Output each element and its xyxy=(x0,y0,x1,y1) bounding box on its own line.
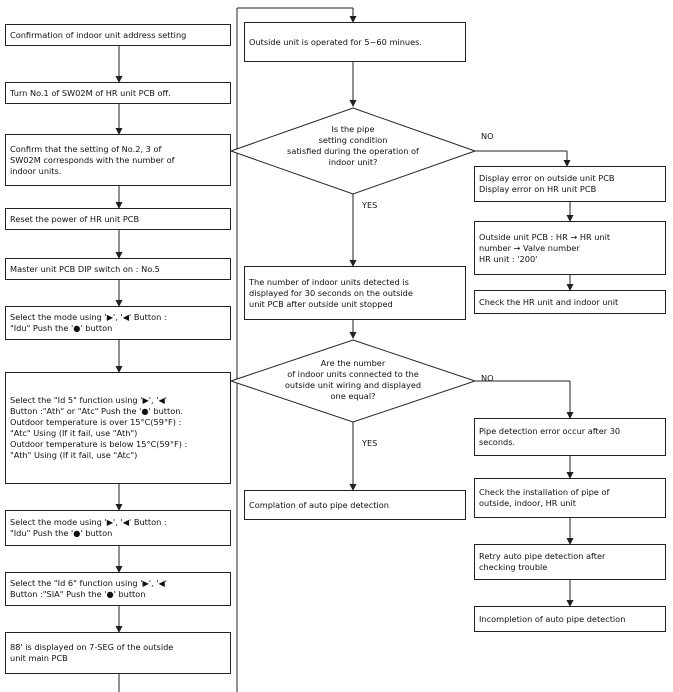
yes-label-2: YES xyxy=(362,438,378,448)
step-text: Retry auto pipe detection after checking… xyxy=(479,551,606,572)
step-text: Outside unit is operated for 5~60 minues… xyxy=(249,36,422,47)
step-master-dip: Master unit PCB DIP switch on : No.5 xyxy=(5,258,231,280)
step-text: Pipe detection error occur after 30 seco… xyxy=(479,426,621,447)
step-check-hr-indoor: Check the HR unit and indoor unit xyxy=(474,290,666,314)
step-text: Display error on outside unit PCB Displa… xyxy=(479,173,615,194)
step-text: Outside unit PCB : HR → HR unit number →… xyxy=(479,231,611,264)
step-display-error: Display error on outside unit PCB Displa… xyxy=(474,166,666,202)
step-text: Select the mode using '▶', '◀' Button : … xyxy=(10,312,167,333)
step-text: Turn No.1 of SW02M of HR unit PCB off. xyxy=(10,87,171,98)
step-check-installation: Check the installation of pipe of outsid… xyxy=(474,478,666,518)
step-reset-hr-power: Reset the power of HR unit PCB xyxy=(5,208,231,230)
no-label-2: NO xyxy=(481,373,494,383)
step-text: Incompletion of auto pipe detection xyxy=(479,613,626,624)
step-text: 88' is displayed on 7-SEG of the outside… xyxy=(10,642,174,663)
step-select-mode-idu-1: Select the mode using '▶', '◀' Button : … xyxy=(5,306,231,340)
step-incompletion: Incompletion of auto pipe detection xyxy=(474,606,666,632)
step-indoor-detected: The number of indoor units detected is d… xyxy=(244,266,466,320)
step-text: Select the "Id 5" function using '▶', '◀… xyxy=(10,395,188,460)
step-select-id5: Select the "Id 5" function using '▶', '◀… xyxy=(5,372,231,484)
step-text: Select the mode using '▶', '◀' Button : … xyxy=(10,517,167,538)
step-turn-sw02m-off: Turn No.1 of SW02M of HR unit PCB off. xyxy=(5,82,231,104)
step-text: Master unit PCB DIP switch on : No.5 xyxy=(10,263,160,274)
step-retry-detection: Retry auto pipe detection after checking… xyxy=(474,544,666,580)
step-text: Select the "Id 6" function using '▶', '◀… xyxy=(10,578,168,599)
no-label-1: NO xyxy=(481,131,494,141)
step-confirm-sw02m: Confirm that the setting of No.2, 3 of S… xyxy=(5,134,231,186)
step-text: Confirmation of indoor unit address sett… xyxy=(10,29,187,40)
yes-label-1: YES xyxy=(362,200,378,210)
step-hr-unit-number: Outside unit PCB : HR → HR unit number →… xyxy=(474,221,666,275)
step-outside-operated: Outside unit is operated for 5~60 minues… xyxy=(244,22,466,62)
step-select-id6: Select the "Id 6" function using '▶', '◀… xyxy=(5,572,231,606)
step-confirm-address: Confirmation of indoor unit address sett… xyxy=(5,24,231,46)
step-text: The number of indoor units detected is d… xyxy=(249,276,413,309)
step-completion: Complation of auto pipe detection xyxy=(244,490,466,520)
step-88-displayed: 88' is displayed on 7-SEG of the outside… xyxy=(5,632,231,674)
step-text: Check the HR unit and indoor unit xyxy=(479,296,619,307)
step-text: Check the installation of pipe of outsid… xyxy=(479,487,610,508)
step-text: Complation of auto pipe detection xyxy=(249,499,389,510)
decision-pipe-setting-text: Is the pipe setting condition satisfied … xyxy=(287,124,419,167)
step-text: Reset the power of HR unit PCB xyxy=(10,213,140,224)
step-pipe-detection-error: Pipe detection error occur after 30 seco… xyxy=(474,418,666,456)
decision-units-equal-text: Are the number of indoor units connected… xyxy=(284,358,422,401)
step-text: Confirm that the setting of No.2, 3 of S… xyxy=(10,143,175,176)
step-select-mode-idu-2: Select the mode using '▶', '◀' Button : … xyxy=(5,510,231,546)
